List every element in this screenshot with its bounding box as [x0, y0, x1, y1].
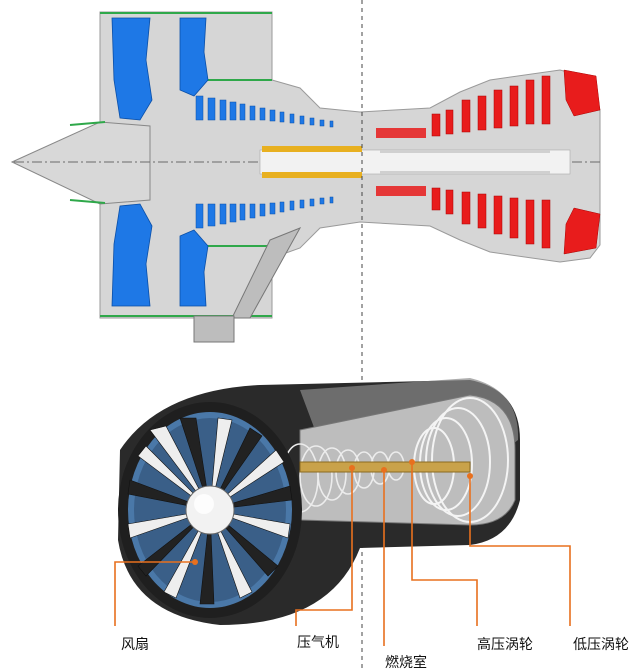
fan-blades	[111, 17, 209, 307]
engine-cross-section	[10, 11, 601, 343]
label-hp-turbine: 高压涡轮	[477, 637, 533, 653]
core-shaft	[259, 146, 571, 178]
label-lp-turbine: 低压涡轮	[573, 637, 629, 653]
leader-lines	[114, 462, 571, 646]
engine-cutaway	[118, 378, 520, 625]
turbine-blades	[431, 69, 601, 255]
combustor-section	[376, 128, 426, 196]
leader-hp-turbine	[411, 462, 478, 626]
gearbox-strut	[193, 227, 302, 343]
leader-dots	[192, 459, 473, 565]
spinner-cone	[10, 121, 151, 205]
label-fan: 风扇	[121, 637, 149, 653]
leader-compressor	[295, 468, 353, 626]
label-compressor: 压气机	[297, 635, 339, 651]
compressor-blades	[195, 95, 334, 229]
leader-lp-turbine	[469, 476, 571, 626]
label-combustor: 燃烧室	[385, 655, 427, 671]
leader-fan	[114, 561, 195, 626]
